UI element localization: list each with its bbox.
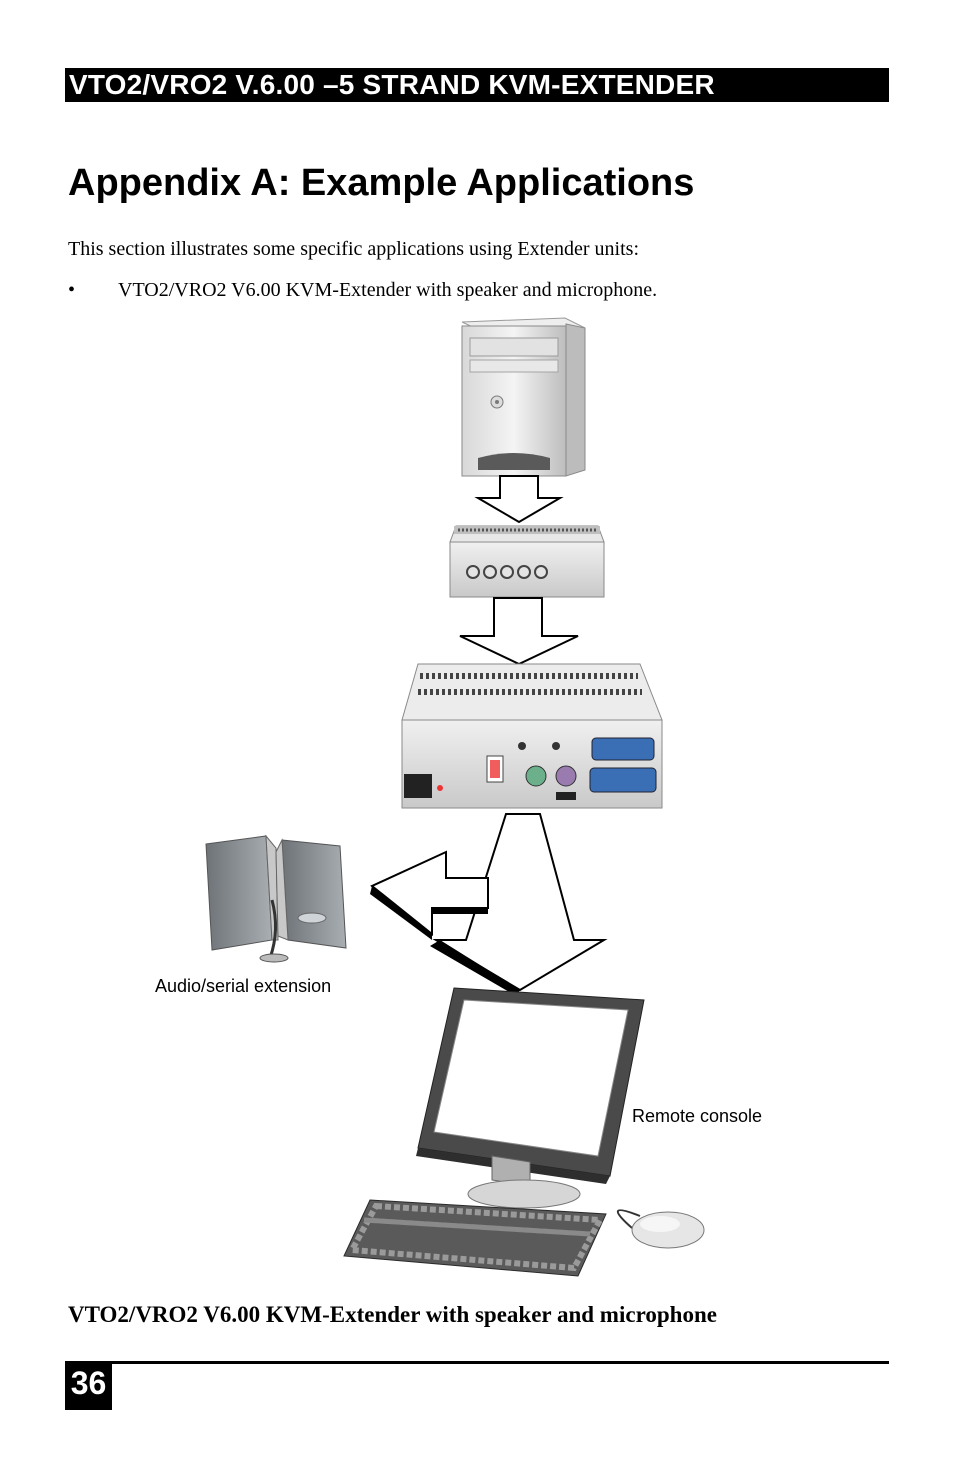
page-title: Appendix A: Example Applications [68, 162, 695, 204]
computer-tower-icon [461, 317, 586, 477]
receiver-icon [401, 663, 663, 809]
arrow-down-icon [459, 597, 579, 666]
footer-rule [65, 1361, 889, 1364]
speakers-icon [205, 834, 347, 963]
audio-extension-label: Audio/serial extension [155, 976, 332, 996]
page-number-box: 36 [65, 1361, 112, 1410]
remote-console-label: Remote console [632, 1106, 763, 1126]
monitor-icon [416, 987, 645, 1209]
intro-text: This section illustrates some specific a… [68, 238, 639, 260]
bullet-marker: • [68, 279, 76, 301]
header-bar: VTO2/VRO2 V.6.00 –5 STRAND KVM-EXTENDER [65, 68, 889, 102]
arrow-down-icon [430, 813, 608, 996]
bullet-text: VTO2/VRO2 V6.00 KVM-Extender with speake… [118, 279, 658, 301]
figure-caption: VTO2/VRO2 V6.00 KVM-Extender with speake… [68, 1302, 717, 1327]
arrow-down-icon [474, 475, 564, 524]
header-title: VTO2/VRO2 V.6.00 –5 STRAND KVM-EXTENDER [69, 69, 715, 100]
arrow-left-icon [370, 850, 489, 940]
page-number: 36 [70, 1365, 107, 1401]
keyboard-icon [343, 1199, 607, 1277]
transmitter-icon [449, 525, 605, 598]
mouse-icon [617, 1209, 705, 1249]
application-diagram: Audio/serial extension Remote console [0, 300, 954, 1290]
